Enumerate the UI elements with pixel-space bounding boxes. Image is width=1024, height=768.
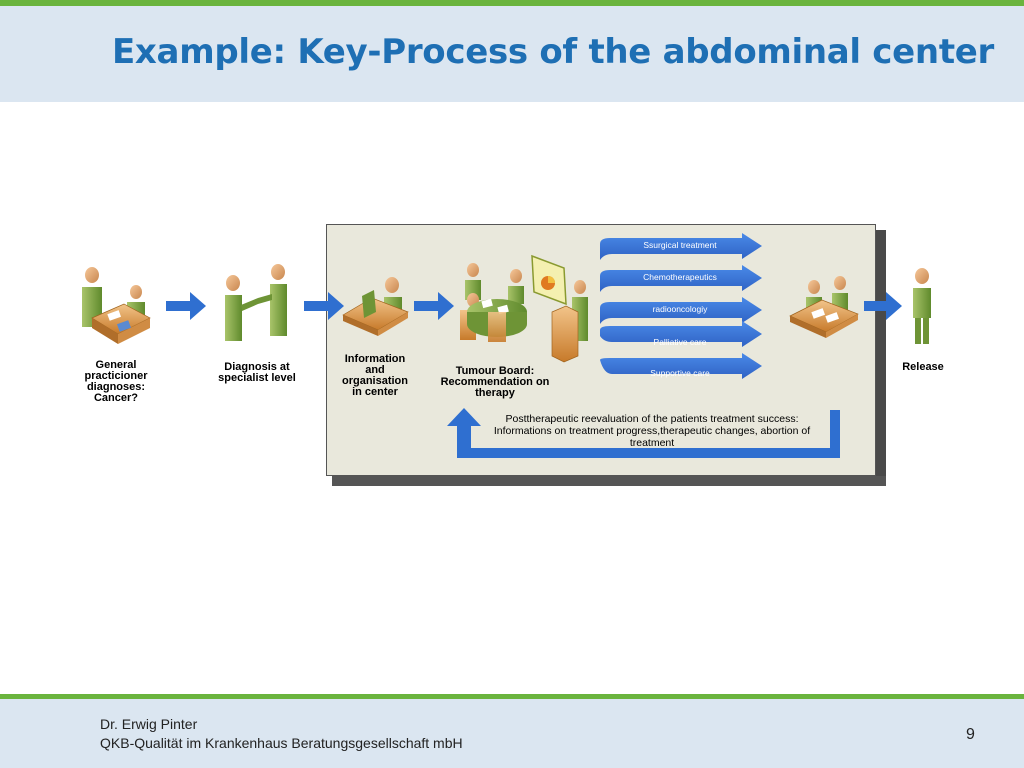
flow-arrow-1 [166,292,206,320]
flow-arrow-4 [864,292,902,320]
treatment-arrow-2 [600,265,762,292]
slide-footer [0,699,1024,768]
treatment-label-supportive: Supportive care [650,368,710,378]
step-label-specialist-diagnosis: Diagnosis at specialist level [218,361,296,384]
page-title: Example: Key-Process of the abdominal ce… [112,32,995,72]
page-number: 9 [966,726,975,743]
treatment-arrow-3 [600,297,762,324]
step-label-information-center: Information and organisation in center [341,353,408,398]
step-label-release: Release [902,361,944,373]
doctor-patient-icon [82,267,151,344]
flow-arrows [166,292,902,320]
handshake-icon [225,264,287,341]
treatment-label-chemotherapeutics: Chemotherapeutics [643,272,717,282]
treatment-arrow-4 [600,321,762,347]
panel-shadow-bottom [332,476,886,486]
treatment-arrow-5 [600,353,762,379]
office-desk-icon [342,277,409,336]
treatment-arrow-1 [600,233,762,260]
feedback-text: Posttherapeutic reevaluation of the pati… [493,413,811,449]
person-standing-icon [913,268,931,344]
footer-author: Dr. Erwig Pinter [100,716,198,732]
treatment-arrows [600,233,762,379]
top-accent-bar [0,0,1024,6]
treatment-label-palliative: Palliative care [653,337,707,347]
panel-shadow-side [876,230,886,486]
footer-accent-line [0,694,1024,699]
center-process-panel [326,224,876,476]
slide-header [0,6,1024,102]
flow-arrow-2 [304,292,344,320]
feedback-loop-arrow [447,408,840,458]
step-label-general-practitioner: General practicioner diagnoses: Cancer? [84,359,148,404]
treatment-label-radiooncology: radiooncologiy [652,304,708,314]
flow-arrow-3 [414,292,454,320]
treatment-label-surgical: Ssurgical treatment [643,240,717,250]
footer-company: QKB-Qualität im Krankenhaus Beratungsges… [100,735,463,751]
review-desk-icon [789,276,859,338]
step-label-tumour-board: Tumour Board: Recommendation on therapy [440,365,550,399]
meeting-presentation-icon [460,254,588,363]
